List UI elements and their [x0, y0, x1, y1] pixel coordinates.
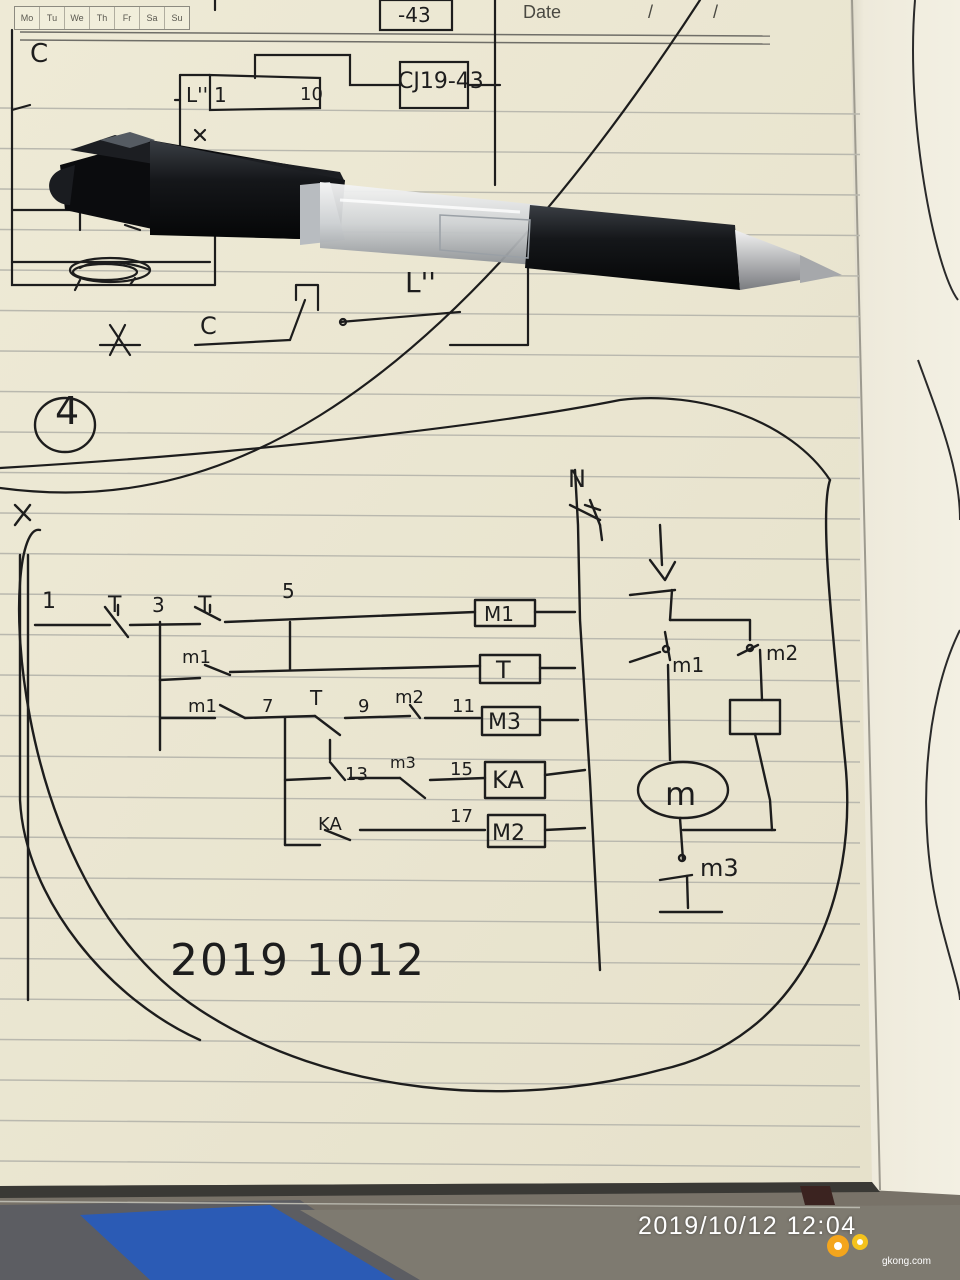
gear-icon [827, 1234, 868, 1257]
coil-label-0: M1 [484, 602, 514, 626]
control-label-10: m2 [395, 687, 424, 708]
control-label-4: 5 [282, 579, 295, 603]
notebook-page [0, 0, 872, 1186]
control-label-8: T [309, 686, 323, 710]
upper-sketch [0, 0, 832, 494]
power-label-0: m1 [672, 653, 704, 677]
control-label-0: 1 [42, 589, 56, 614]
coil-label-4: M2 [492, 821, 525, 846]
sketch-label-5: -43 [398, 3, 431, 27]
control-circuit-drawing [13, 396, 849, 1093]
control-label-9: 9 [358, 696, 369, 717]
power-label-3: m3 [700, 854, 739, 882]
weekday-th: Th [90, 7, 115, 29]
control-label-16: 17 [450, 806, 473, 827]
handwritten-date: 2019 1012 [170, 935, 426, 986]
weekday-tu: Tu [40, 7, 65, 29]
sketch-label-2: 1 [214, 83, 227, 107]
coil-label-3: KA [492, 766, 524, 794]
control-label-7: 7 [262, 696, 273, 717]
sketch-label-0: C [30, 39, 48, 69]
control-label-6: m1 [188, 696, 217, 717]
blue-object [80, 1205, 395, 1280]
control-label-13: m3 [390, 753, 416, 772]
control-label-14: 15 [450, 759, 473, 780]
date-slash-1: / [648, 2, 654, 22]
sketch-label-4: CJ19-43 [398, 69, 484, 94]
sketch-label-6: L'' [405, 266, 436, 299]
right-page [840, 0, 960, 1195]
coil-label-1: T [495, 656, 511, 684]
sketch-label-7: C [200, 312, 217, 340]
power-circuit-labels: m1 m2 m m3 [665, 641, 798, 882]
neutral-label: N [568, 465, 586, 493]
control-label-12: 13 [345, 764, 368, 785]
control-label-3: T [197, 593, 212, 618]
weekday-we: We [65, 7, 90, 29]
ballpoint-pen [49, 132, 842, 290]
weekday-sa: Sa [140, 7, 165, 29]
sketch-label-1: L'' [186, 83, 208, 107]
weekday-fr: Fr [115, 7, 140, 29]
control-label-5: m1 [182, 647, 211, 668]
date-label: Date [523, 2, 562, 22]
section-number: 4 [55, 389, 79, 433]
weekday-strip: Mo Tu We Th Fr Sa Su [14, 6, 190, 30]
weekday-su: Su [171, 13, 183, 23]
bookmark-ribbon [800, 1186, 835, 1205]
control-labels: 4 N [55, 389, 586, 493]
control-label-2: 3 [152, 593, 165, 617]
weekday-mo: Mo [15, 7, 40, 29]
photo-timestamp: 2019/10/12 12:04 [638, 1212, 857, 1240]
coil-label-2: M3 [488, 710, 521, 735]
control-label-11: 11 [452, 696, 475, 717]
watermark-text: gkong.com [882, 1256, 931, 1267]
date-slash-2: / [713, 2, 719, 22]
control-label-1: T [107, 593, 122, 618]
power-label-1: m2 [766, 641, 798, 665]
control-label-15: KA [318, 814, 342, 835]
power-label-2: m [665, 775, 696, 813]
sketch-label-3: 10 [300, 84, 323, 105]
